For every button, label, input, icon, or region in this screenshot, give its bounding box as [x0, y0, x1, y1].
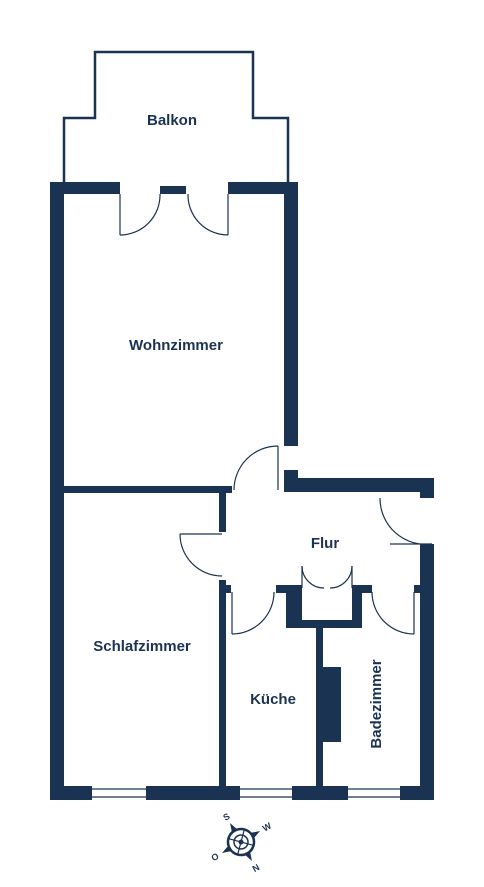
wall-south-2	[146, 786, 240, 800]
wall-flur-ne	[420, 478, 434, 498]
wall-south-4	[400, 786, 434, 800]
wall-south-3	[292, 786, 348, 800]
wall-flur-south-1	[219, 585, 231, 593]
wall-closet-east	[352, 585, 362, 628]
wall-north-right	[228, 182, 298, 194]
compass-east: O	[209, 851, 220, 863]
door-swings	[119, 193, 433, 635]
compass-rose-icon: S N O W	[209, 811, 274, 874]
wall-bedroom-east-lower	[219, 580, 226, 800]
room-label-badezimmer: Badezimmer	[368, 659, 385, 748]
room-label-flur: Flur	[311, 535, 339, 552]
wall-flur-south-3	[352, 585, 372, 593]
compass-north: N	[251, 862, 262, 874]
wall-north-mid	[160, 186, 186, 194]
wall-north-left	[50, 182, 120, 194]
wall-south-1	[50, 786, 92, 800]
room-label-kueche: Küche	[250, 691, 296, 708]
compass-west: W	[261, 820, 274, 833]
compass-south: S	[221, 811, 231, 823]
room-label-wohnzimmer: Wohnzimmer	[129, 337, 223, 354]
wall-east	[420, 544, 434, 800]
wall-living-east	[284, 182, 298, 446]
wall-flur-south-4	[414, 585, 434, 593]
wall-closet-west	[286, 585, 302, 627]
wall-kitchen-bath	[316, 620, 323, 800]
wall-bedroom-east-upper	[219, 486, 226, 532]
windows	[92, 788, 400, 798]
balcony-outline	[62, 50, 290, 186]
walls	[50, 182, 434, 800]
bath-fixture	[323, 667, 341, 742]
room-label-schlafzimmer: Schlafzimmer	[93, 638, 191, 655]
wall-flur-north	[284, 478, 434, 492]
room-label-balkon: Balkon	[147, 112, 197, 129]
wall-living-bedroom	[50, 486, 220, 493]
